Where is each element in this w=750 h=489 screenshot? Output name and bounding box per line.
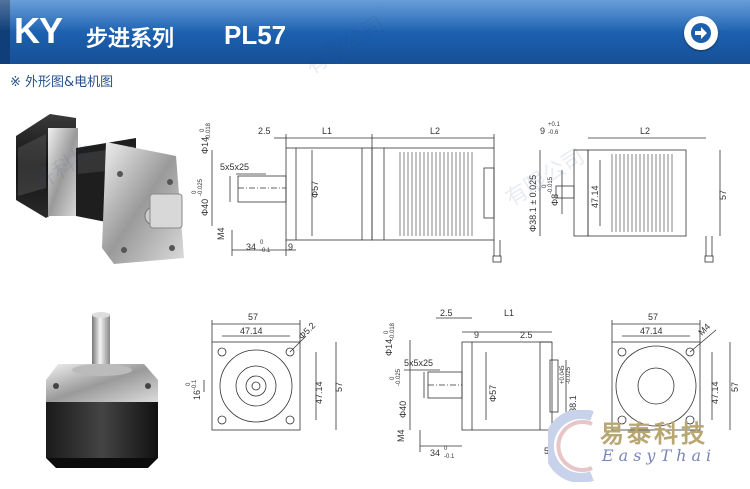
br-dim-4714: 47.14 bbox=[640, 326, 663, 336]
next-button[interactable] bbox=[684, 16, 718, 50]
bm-dim-m4: M4 bbox=[396, 429, 406, 442]
tr-dim-l2: L2 bbox=[640, 126, 650, 136]
bl-dim-hole: Φ5.2 bbox=[296, 320, 317, 341]
br-dim-57: 57 bbox=[648, 312, 658, 322]
company-logo: 易泰科技 EasyThai bbox=[548, 410, 748, 485]
bl-dim-4714: 47.14 bbox=[240, 326, 263, 336]
tr-dim-9-tol-top: +0.1 bbox=[548, 122, 561, 128]
bm-dim-34-tol-top: 0 bbox=[444, 446, 448, 452]
bl-dim-16-tol-top: 0 bbox=[186, 382, 192, 386]
series-title: 步进系列 bbox=[86, 27, 175, 52]
tr-dim-57: 57 bbox=[718, 190, 728, 200]
bl-dim-16-tol-bot: -0.1 bbox=[192, 379, 198, 390]
bm-dim-25b: 2.5 bbox=[520, 330, 533, 340]
br-dim-57v: 57 bbox=[730, 382, 740, 392]
tr-dim-d8: Φ8 bbox=[550, 194, 560, 206]
bm-dim-key: 5x5x25 bbox=[404, 358, 433, 368]
dim-key: 5x5x25 bbox=[220, 162, 249, 172]
dim-25: 2.5 bbox=[258, 126, 271, 136]
bm-dim-d381-tol-top: +0.045 bbox=[560, 365, 566, 384]
bm-dim-d14: Φ14 bbox=[384, 339, 394, 356]
logo-name-cn: 易泰科技 bbox=[600, 419, 708, 448]
bm-dim-34: 34 bbox=[430, 448, 440, 458]
dim-d40: Φ40 bbox=[200, 199, 210, 216]
dim-l1: L1 bbox=[322, 126, 332, 136]
tr-dim-4714: 47.14 bbox=[590, 185, 600, 208]
header-banner: KY 步进系列 PL57 bbox=[0, 0, 750, 64]
brand-title: KY bbox=[14, 10, 63, 51]
bm-dim-d14-tol-bot: -0.018 bbox=[390, 322, 396, 340]
dim-d14-tol-bot: -0.018 bbox=[206, 122, 212, 140]
dim-l2: L2 bbox=[430, 126, 440, 136]
dim-34: 34 bbox=[246, 242, 256, 252]
bm-dim-d40-tol-top: 0 bbox=[390, 376, 396, 380]
tr-dim-d8-tol-top: 0 bbox=[542, 184, 548, 188]
bm-dim-l1: L1 bbox=[504, 308, 514, 318]
bm-dim-25a: 2.5 bbox=[440, 308, 453, 318]
tr-dim-9-tol-bot: -0.6 bbox=[548, 130, 559, 136]
banner-edge bbox=[0, 0, 10, 64]
tr-dim-d38: Φ38.1 ± 0.025 bbox=[528, 175, 538, 232]
bm-dim-d14-tol-top: 0 bbox=[384, 330, 390, 334]
dim-d40-tol-bot: -0.025 bbox=[198, 178, 204, 196]
product-photo-front bbox=[46, 312, 158, 468]
dim-d57: Φ57 bbox=[310, 181, 320, 198]
bl-dim-4714v: 47.14 bbox=[314, 381, 324, 404]
tr-dim-d8-tol-bot: -0.015 bbox=[548, 176, 554, 194]
bl-dim-57: 57 bbox=[248, 312, 258, 322]
dim-d40-tol-top: 0 bbox=[192, 190, 198, 194]
product-photo-side bbox=[16, 114, 184, 264]
bm-dim-d57: Φ57 bbox=[488, 385, 498, 402]
dim-d14: Φ14 bbox=[200, 137, 210, 154]
dim-34-tol-top: 0 bbox=[260, 240, 264, 246]
logo-name-en: EasyThai bbox=[602, 446, 717, 465]
bm-dim-d40: Φ40 bbox=[398, 401, 408, 418]
dim-d14-tol-top: 0 bbox=[200, 128, 206, 132]
bl-dim-57v: 57 bbox=[334, 382, 344, 392]
tr-dim-9: 9 bbox=[540, 126, 545, 136]
dim-9: 9 bbox=[288, 242, 293, 252]
br-dim-4714v: 47.14 bbox=[710, 381, 720, 404]
bm-dim-5: 5 bbox=[544, 446, 549, 456]
bm-dim-d40-tol-bot: -0.025 bbox=[396, 368, 402, 386]
logo-mark-icon bbox=[548, 410, 594, 482]
bl-dim-16: 16 bbox=[192, 390, 202, 400]
bm-dim-d381-tol-bot: -0.025 bbox=[566, 366, 572, 384]
section-title: ※ 外形图&电机图 bbox=[10, 75, 114, 90]
dim-m4: M4 bbox=[216, 227, 226, 240]
dim-34-tol-bot: -0.1 bbox=[260, 248, 271, 254]
bm-dim-34-tol-bot: -0.1 bbox=[444, 454, 455, 460]
model-title: PL57 bbox=[224, 20, 287, 50]
bm-dim-d381: Φ38.1 bbox=[568, 395, 578, 420]
bm-dim-9: 9 bbox=[474, 330, 479, 340]
banner-shine bbox=[0, 0, 750, 30]
arrow-right-icon bbox=[691, 23, 711, 43]
